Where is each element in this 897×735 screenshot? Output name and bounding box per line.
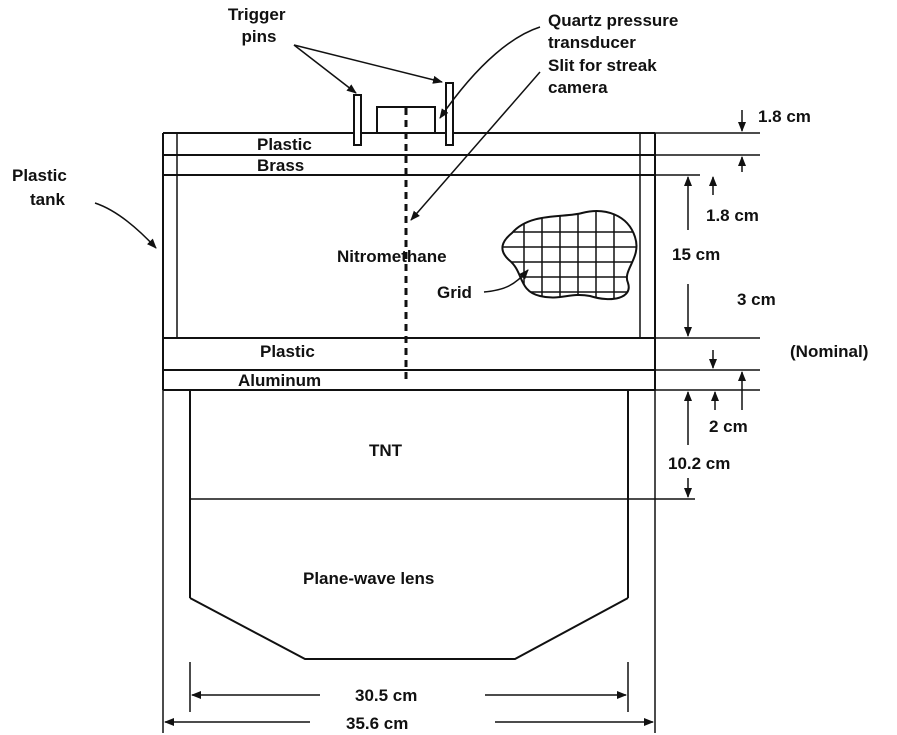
dimension-lines: [628, 110, 760, 500]
quartz-pressure-transducer: [376, 106, 436, 133]
width-dimensions: [162, 390, 656, 733]
grid-cutaway: [501, 210, 638, 301]
dim-plastic-bottom: 3 cm: [737, 290, 776, 309]
dim-nitromethane: 15 cm: [672, 245, 720, 264]
slit-label: Slit for streak camera: [548, 56, 661, 97]
trigger-pins: [353, 82, 454, 146]
plastic-bottom-label: Plastic: [260, 342, 315, 361]
trigger-pins-label: Trigger pins: [228, 5, 290, 46]
plane-wave-lens-label: Plane-wave lens: [303, 569, 434, 588]
dim-outer-width: 35.6 cm: [346, 714, 408, 733]
brass-label: Brass: [257, 156, 304, 175]
aluminum-label: Aluminum: [238, 371, 321, 390]
nitromethane-label: Nitromethane: [337, 247, 447, 266]
plastic-top-layer: [163, 133, 655, 338]
quartz-transducer-label: Quartz pressure transducer: [548, 11, 683, 52]
plane-wave-lens: [189, 597, 629, 660]
tnt-label: TNT: [369, 441, 403, 460]
plastic-tank-label: Plastic tank: [12, 166, 72, 209]
leader-lines: [94, 26, 541, 293]
dim-tnt: 10.2 cm: [668, 454, 730, 473]
dim-aluminum: 2 cm: [709, 417, 748, 436]
nominal-label: (Nominal): [790, 342, 868, 361]
plastic-top-label: Plastic: [257, 135, 312, 154]
tnt-block: [189, 390, 629, 598]
grid-label: Grid: [437, 283, 472, 302]
dim-inner-width: 30.5 cm: [355, 686, 417, 705]
dim-plastic-top: 1.8 cm: [758, 107, 811, 126]
dim-brass: 1.8 cm: [706, 206, 759, 225]
